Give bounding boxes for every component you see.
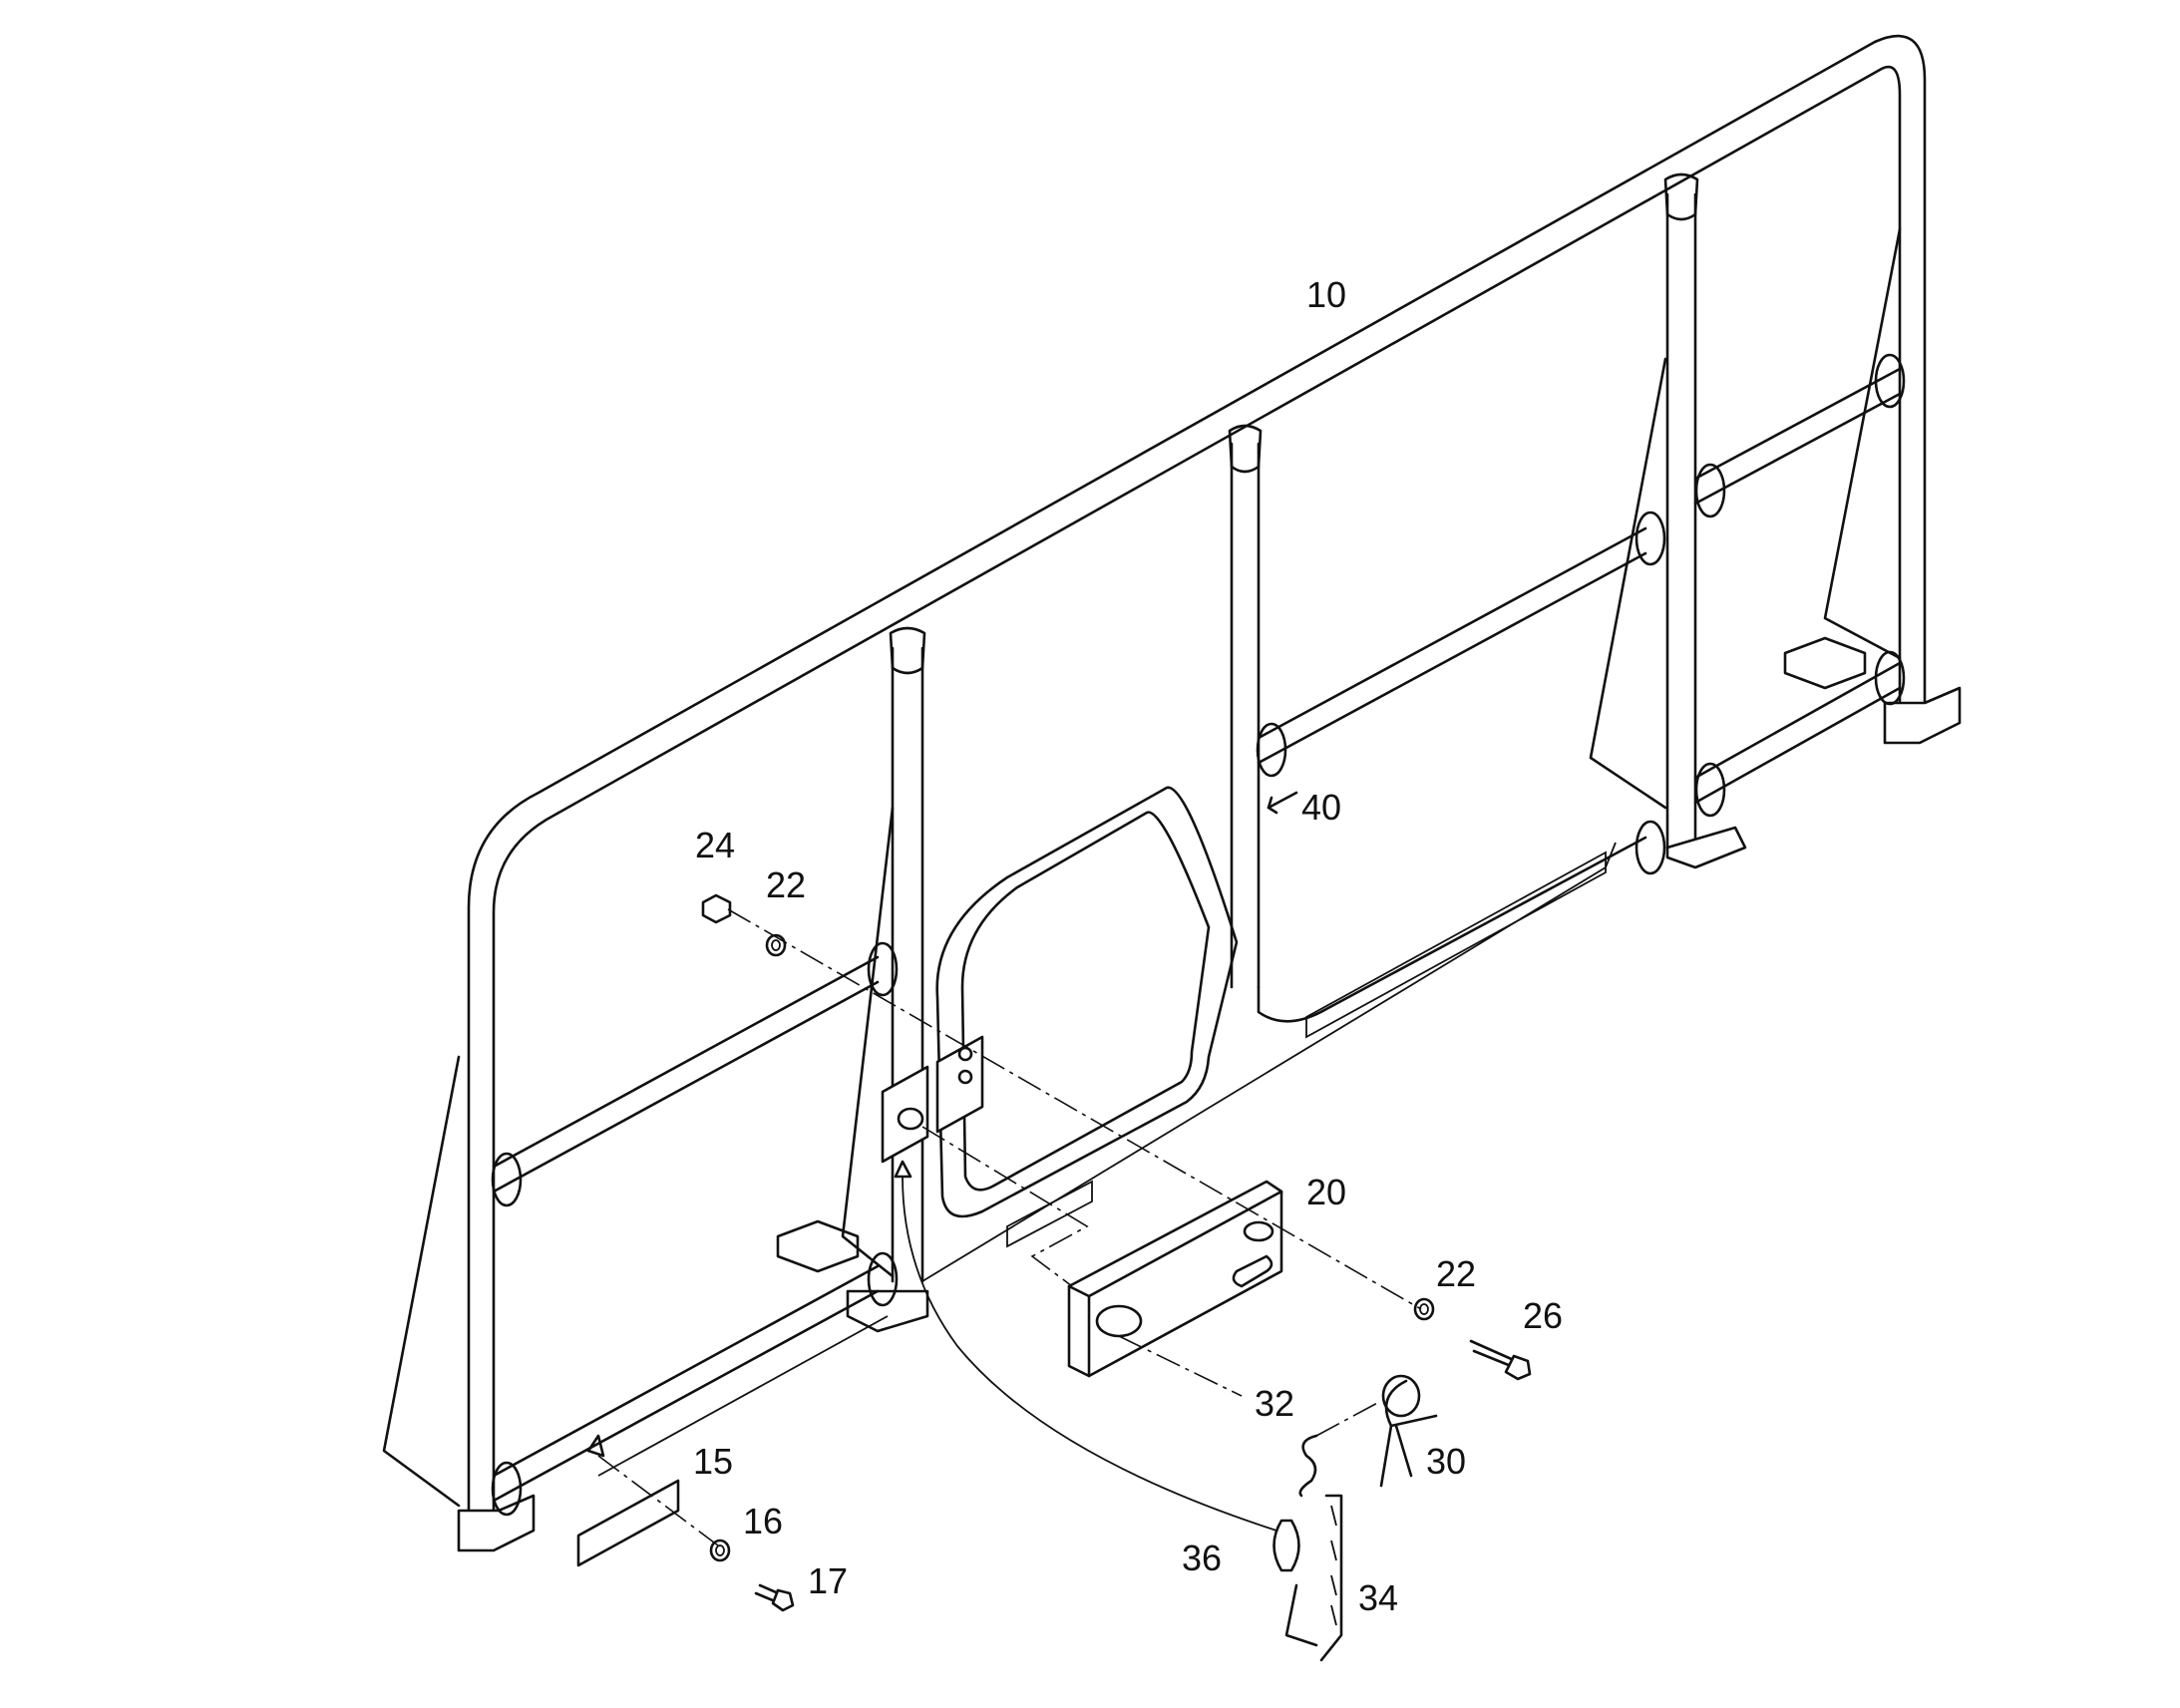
- callout-labels: 10 40 24 22 20 22 26 32 30 15 16 17 36 3…: [693, 274, 1563, 1618]
- latch-hardware: [701, 893, 1532, 1437]
- callout-30: 30: [1426, 1441, 1466, 1482]
- callout-36: 36: [1182, 1537, 1222, 1578]
- nameplate-hardware: [576, 1434, 795, 1612]
- railing-frame: [382, 34, 1962, 1552]
- callout-34: 34: [1358, 1577, 1398, 1618]
- callout-10: 10: [1306, 274, 1346, 315]
- callout-16: 16: [743, 1501, 783, 1541]
- pin-40: [1267, 791, 1298, 815]
- hitch-pin-chain: [894, 1160, 1438, 1662]
- callout-22-right: 22: [1436, 1253, 1476, 1294]
- callout-32: 32: [1255, 1383, 1294, 1424]
- callout-15: 15: [693, 1441, 733, 1482]
- callout-17: 17: [808, 1560, 848, 1601]
- callout-26: 26: [1523, 1295, 1563, 1336]
- callout-40: 40: [1301, 787, 1341, 828]
- callout-22-left: 22: [766, 864, 806, 905]
- callout-20: 20: [1306, 1172, 1346, 1212]
- callout-24: 24: [695, 825, 735, 865]
